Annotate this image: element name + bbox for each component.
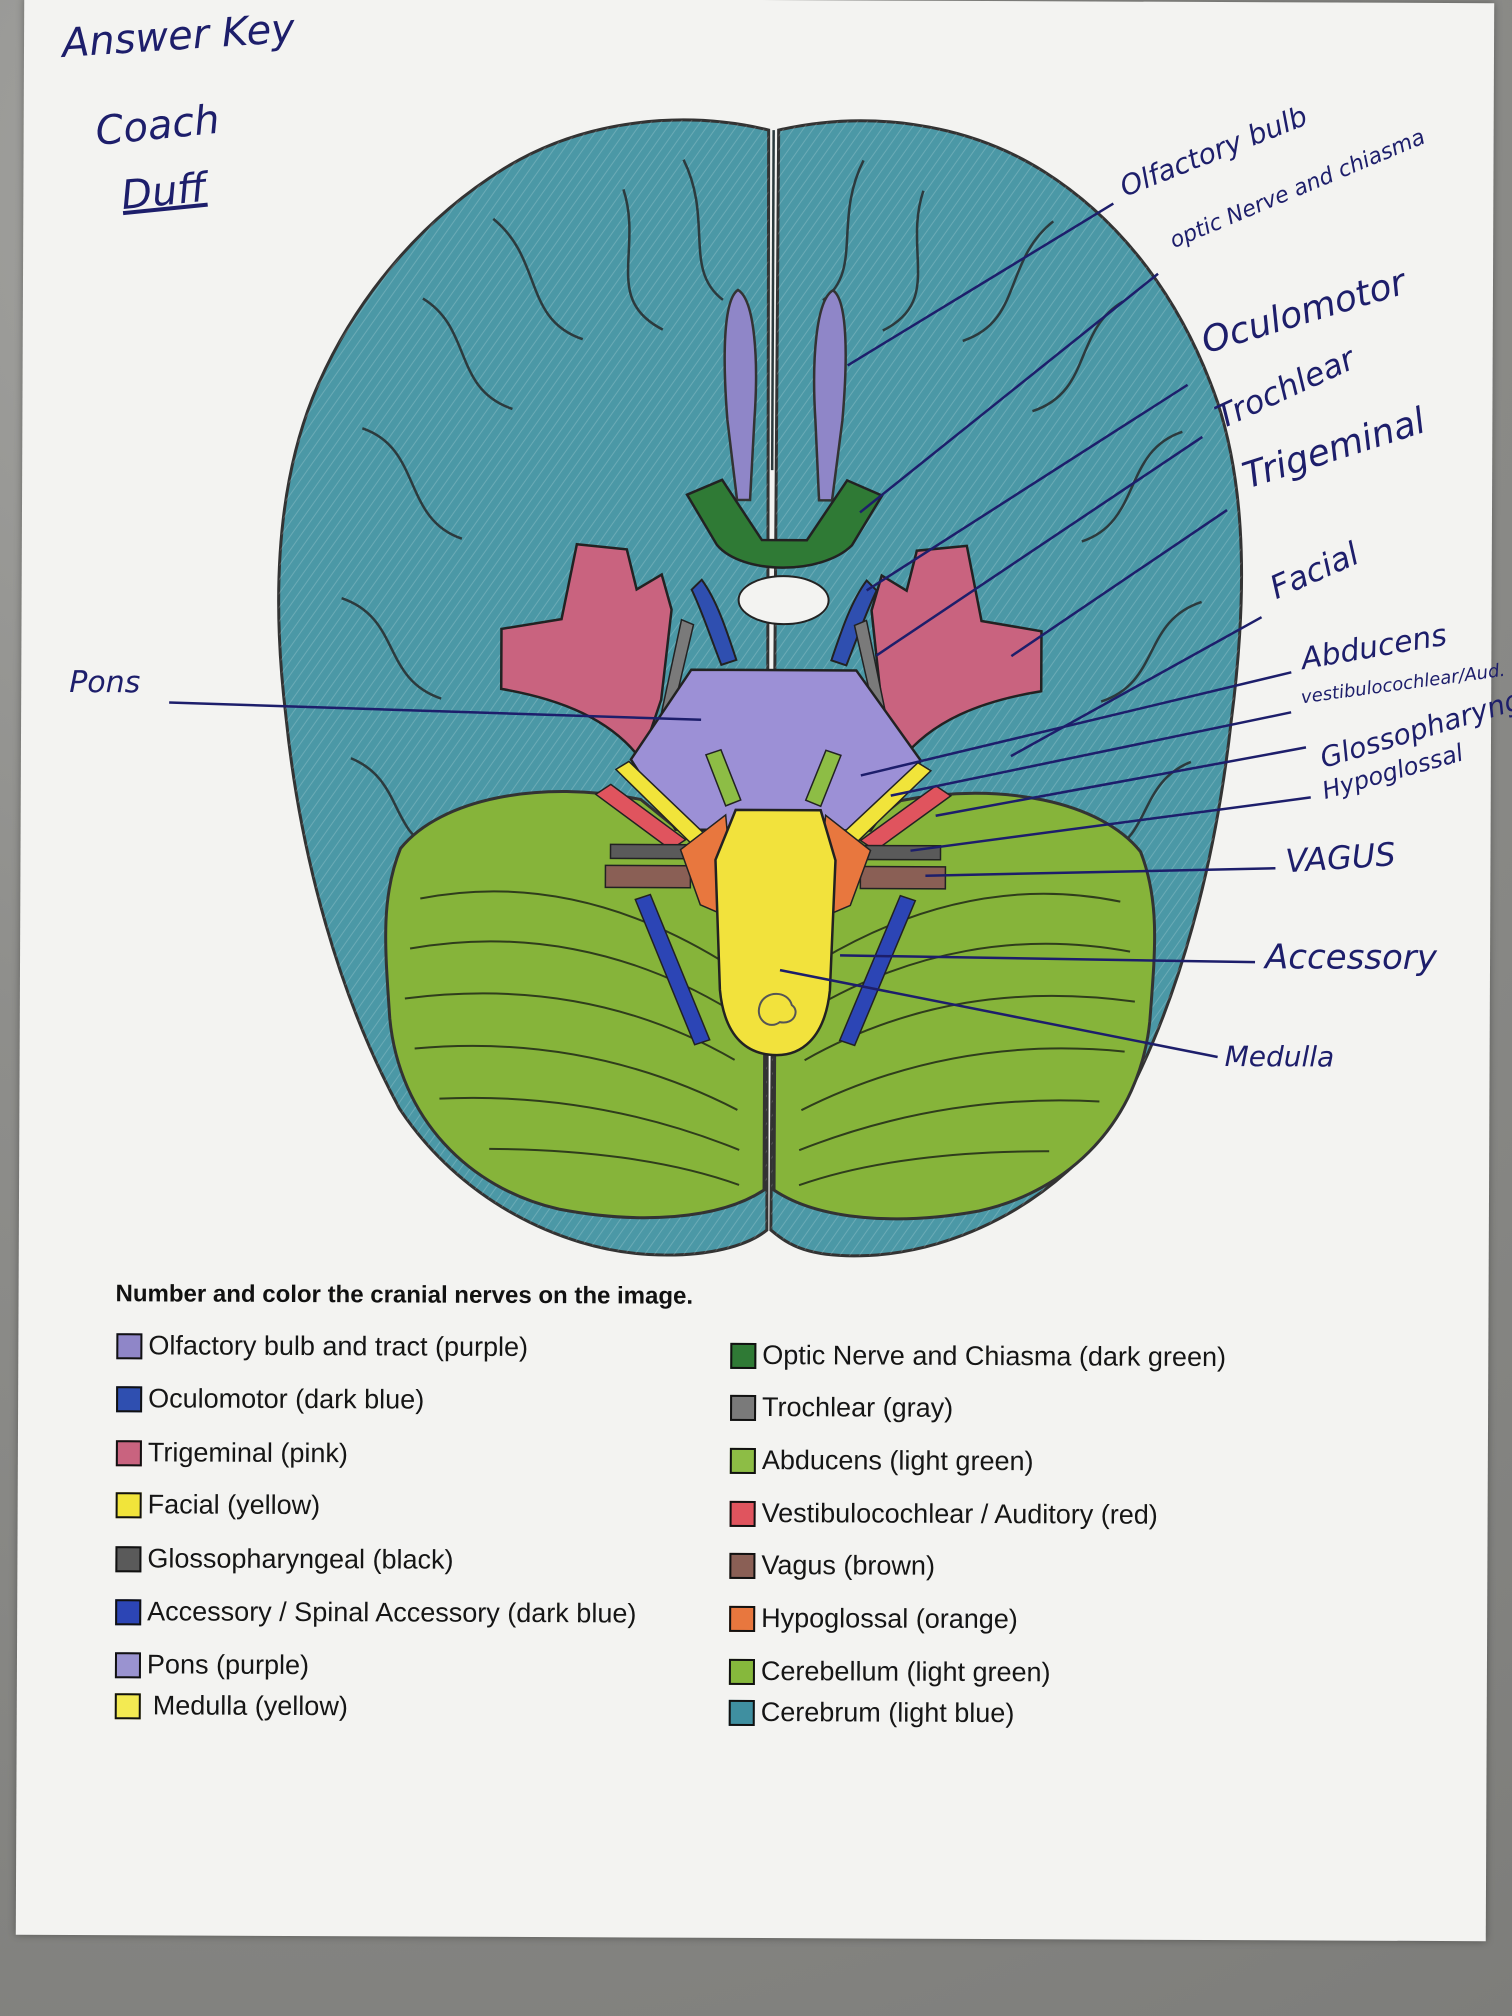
swatch-vagus — [729, 1552, 756, 1579]
swatch-accessory — [115, 1598, 142, 1625]
legend-item-facial: Facial (yellow) — [115, 1489, 320, 1521]
callout-lines — [169, 202, 1311, 1059]
swatch-cerebrum — [728, 1699, 755, 1726]
legend-item-cerebellum: Cerebellum (light green) — [728, 1656, 1051, 1688]
optic-chiasma — [685, 478, 884, 569]
legend-heading: Number and color the cranial nerves on t… — [115, 1280, 694, 1310]
swatch-oculomotor — [116, 1385, 143, 1412]
trigeminal-nerve-left — [499, 542, 673, 763]
vagus-nerve-right — [859, 865, 947, 890]
legend-item-vagus: Vagus (brown) — [729, 1550, 935, 1582]
vestibulocochlear-nerve-left — [594, 783, 687, 851]
legend-item-optic: Optic Nerve and Chiasma (dark green) — [730, 1340, 1226, 1373]
swatch-abducens — [729, 1447, 756, 1474]
swatch-pons — [114, 1651, 142, 1678]
swatch-trigeminal — [115, 1439, 142, 1466]
legend-item-vestibulocochlear: Vestibulocochlear / Auditory (red) — [729, 1498, 1158, 1531]
legend-item-trigeminal: Trigeminal (pink) — [115, 1437, 348, 1469]
gyri-lines — [341, 130, 1202, 853]
swatch-vestibulocochlear — [729, 1500, 756, 1527]
vagus-callout: VAGUS — [1284, 835, 1397, 881]
legend-item-glossopharyngeal: Glossopharyngeal (black) — [115, 1543, 454, 1575]
cerebellum — [384, 790, 767, 1220]
legend-item-hypoglossal: Hypoglossal (orange) — [729, 1603, 1018, 1635]
oculomotor-nerve-left — [690, 578, 738, 667]
legend-item-cerebrum: Cerebrum (light blue) — [728, 1697, 1014, 1729]
swatch-olfactory — [116, 1332, 143, 1359]
swatch-optic — [730, 1342, 757, 1369]
glossopharyngeal-nerve-left — [609, 843, 692, 860]
abducens-nerve-left — [704, 748, 742, 807]
olfactory-bulb-right — [812, 288, 847, 502]
pons-callout: Pons — [69, 665, 141, 701]
medulla-callout: Medulla — [1224, 1040, 1335, 1074]
legend-item-abducens: Abducens (light green) — [729, 1445, 1034, 1477]
accessory-callout: Accessory — [1264, 937, 1438, 978]
vagus-nerve-left — [604, 864, 692, 889]
legend-item-pons: Pons (purple) — [114, 1649, 309, 1681]
accessory-nerve-right — [838, 894, 917, 1047]
swatch-hypoglossal — [729, 1605, 756, 1632]
abducens-nerve-right — [804, 749, 842, 808]
legend-item-trochlear: Trochlear (gray) — [730, 1392, 953, 1424]
pons — [629, 668, 923, 832]
medulla — [714, 808, 837, 1057]
legend-item-medulla: Medulla (yellow) — [114, 1690, 348, 1722]
swatch-medulla — [114, 1692, 141, 1719]
brain-diagram — [169, 118, 1311, 1258]
olfactory-bulb-left — [723, 288, 758, 502]
worksheet-paper: Answer Key Coach Duff — [15, 0, 1512, 1942]
legend-item-accessory: Accessory / Spinal Accessory (dark blue) — [115, 1596, 636, 1629]
oculomotor-nerve-right — [830, 578, 878, 667]
legend-item-olfactory: Olfactory bulb and tract (purple) — [116, 1330, 528, 1363]
trigeminal-nerve-right — [870, 544, 1043, 764]
accessory-nerve-left — [634, 893, 711, 1046]
swatch-glossopharyngeal — [115, 1545, 142, 1572]
swatch-facial — [115, 1491, 142, 1518]
vestibulocochlear-nerve-right — [859, 784, 953, 852]
legend-item-oculomotor: Oculomotor (dark blue) — [116, 1383, 424, 1415]
swatch-cerebellum — [728, 1658, 755, 1685]
swatch-trochlear — [730, 1394, 757, 1421]
